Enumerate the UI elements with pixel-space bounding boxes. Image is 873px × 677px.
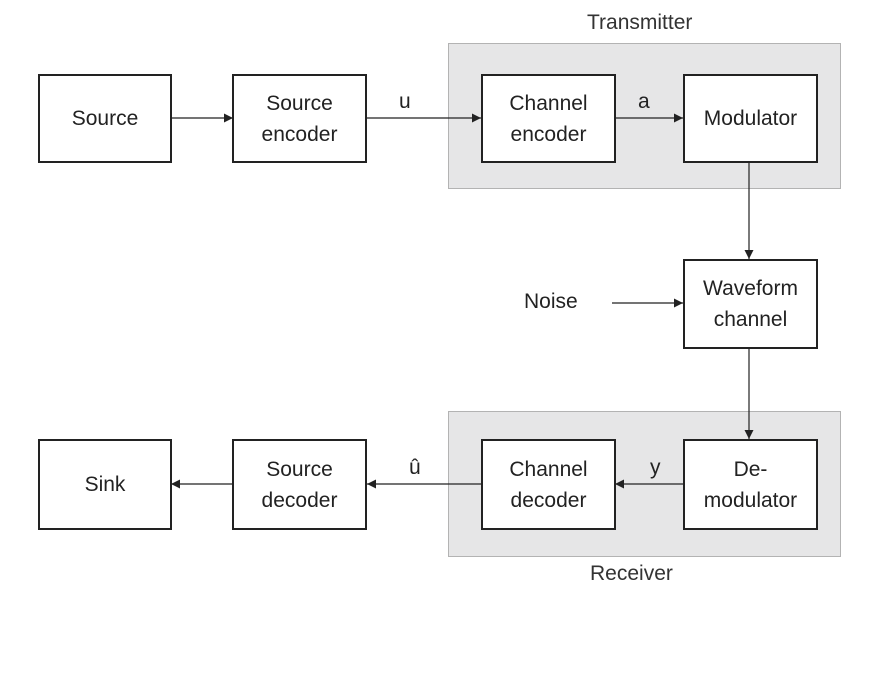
source-decoder-block: Source decoder	[232, 439, 367, 530]
channel-decoder-block: Channel decoder	[481, 439, 616, 530]
source-encoder-block: Source encoder	[232, 74, 367, 163]
transmitter-label: Transmitter	[587, 11, 693, 34]
signal-u-label: u	[399, 90, 411, 113]
modulator-block: Modulator	[683, 74, 818, 163]
channel-encoder-block: Channel encoder	[481, 74, 616, 163]
demodulator-block: De- modulator	[683, 439, 818, 530]
receiver-label: Receiver	[590, 562, 673, 585]
signal-u-hat-label: û	[409, 456, 421, 479]
signal-a-label: a	[638, 90, 650, 113]
source-block: Source	[38, 74, 172, 163]
signal-y-label: y	[650, 456, 661, 479]
waveform-channel-block: Waveform channel	[683, 259, 818, 349]
sink-block: Sink	[38, 439, 172, 530]
noise-label: Noise	[524, 290, 578, 313]
